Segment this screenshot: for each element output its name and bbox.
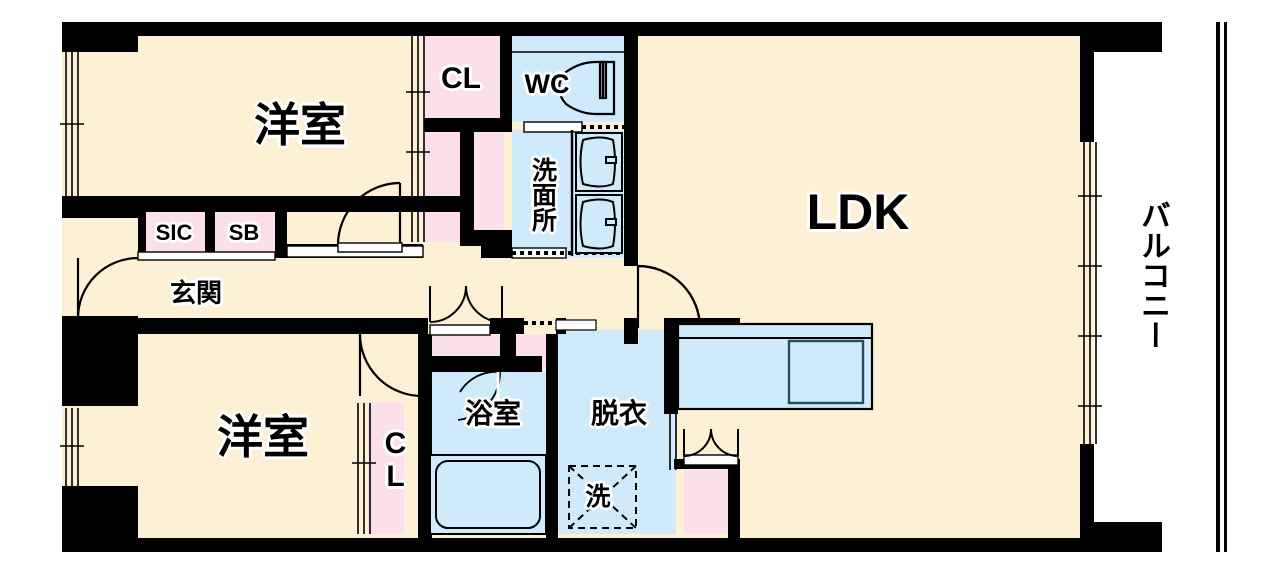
closet-north-left-fill (424, 130, 464, 242)
room-label-entrance: 玄関 (169, 279, 222, 309)
room-label-toilet: WC (524, 68, 570, 99)
closet-north-right-fill (472, 130, 504, 234)
bathtub-fixture (429, 454, 547, 535)
room-label-bedroom-south: 洋室 (217, 410, 309, 464)
room-label-sb: SB (228, 220, 260, 245)
thresholds (492, 125, 624, 325)
closet-north-fill (424, 30, 500, 122)
kitchen-sink (787, 339, 865, 405)
windows[interactable] (60, 30, 1102, 534)
washing-machine-space (568, 465, 637, 529)
room-label-sic: SIC (155, 220, 193, 245)
window-left-south (60, 408, 84, 486)
window-balcony (1078, 142, 1102, 444)
window-changing-slider (669, 414, 677, 470)
room-label-closet-south: CL (379, 427, 412, 493)
room-label-ldk: LDK (806, 184, 910, 240)
closet-south-fill (368, 403, 404, 534)
washbasin-lower (575, 194, 623, 254)
bifold-doors[interactable] (429, 285, 739, 457)
door-swings[interactable] (76, 181, 702, 421)
window-closet-south (352, 403, 376, 534)
room-label-bathroom: 浴室 (464, 397, 521, 430)
sic-fill (145, 210, 205, 252)
room-label-bedroom-north: 洋室 (254, 98, 346, 152)
structural-walls (62, 22, 1227, 552)
room-label-balcony: バルコニー (1135, 200, 1170, 350)
toilet-fixture (512, 51, 624, 116)
window-left-north (60, 46, 84, 198)
changing-fill (558, 330, 676, 534)
sb-fill (215, 210, 275, 252)
room-label-washroom: 洗面所 (528, 156, 558, 232)
washbasin-upper (575, 132, 623, 192)
room-label-changing-room: 脱衣 (590, 397, 647, 430)
window-closet-north (406, 30, 430, 242)
room-label-closet-north: CL (441, 62, 481, 95)
room-label-washer-space: 洗 (585, 481, 611, 511)
